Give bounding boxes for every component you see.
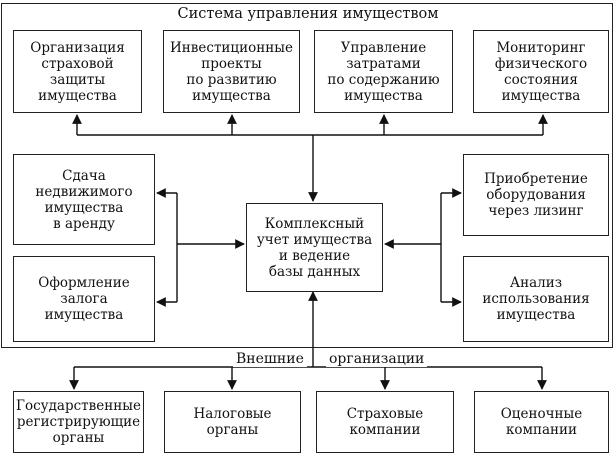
box-usage-analysis: Анализ использования имущества — [463, 256, 609, 342]
box-cost-management: Управление затратами по содержанию имуще… — [314, 30, 453, 113]
external-label-left: Внешние — [233, 351, 307, 367]
box-appraisal-companies: Оценочные компании — [474, 391, 609, 453]
box-collateral: Оформление залога имущества — [13, 256, 155, 342]
box-condition-monitoring: Мониторинг физического состояния имущест… — [473, 30, 609, 113]
box-lease-property: Сдача недвижимого имущества в аренду — [13, 154, 155, 245]
box-insurance-protection: Организация страховой защиты имущества — [13, 30, 142, 113]
external-label-right: организации — [326, 351, 428, 367]
box-insurance-companies: Страховые компании — [316, 391, 454, 453]
box-state-registration: Государственные регистрирующие органы — [13, 391, 144, 453]
box-equipment-leasing: Приобретение оборудования через лизинг — [463, 154, 609, 236]
system-frame — [1, 3, 613, 348]
box-integrated-accounting: Комплексный учет имущества и ведение баз… — [246, 203, 383, 292]
diagram-title: Система управления имуществом — [177, 6, 439, 22]
box-tax-authorities: Налоговые органы — [164, 391, 301, 453]
box-investment-projects: Инвестиционные проекты по развитию имуще… — [163, 30, 300, 113]
